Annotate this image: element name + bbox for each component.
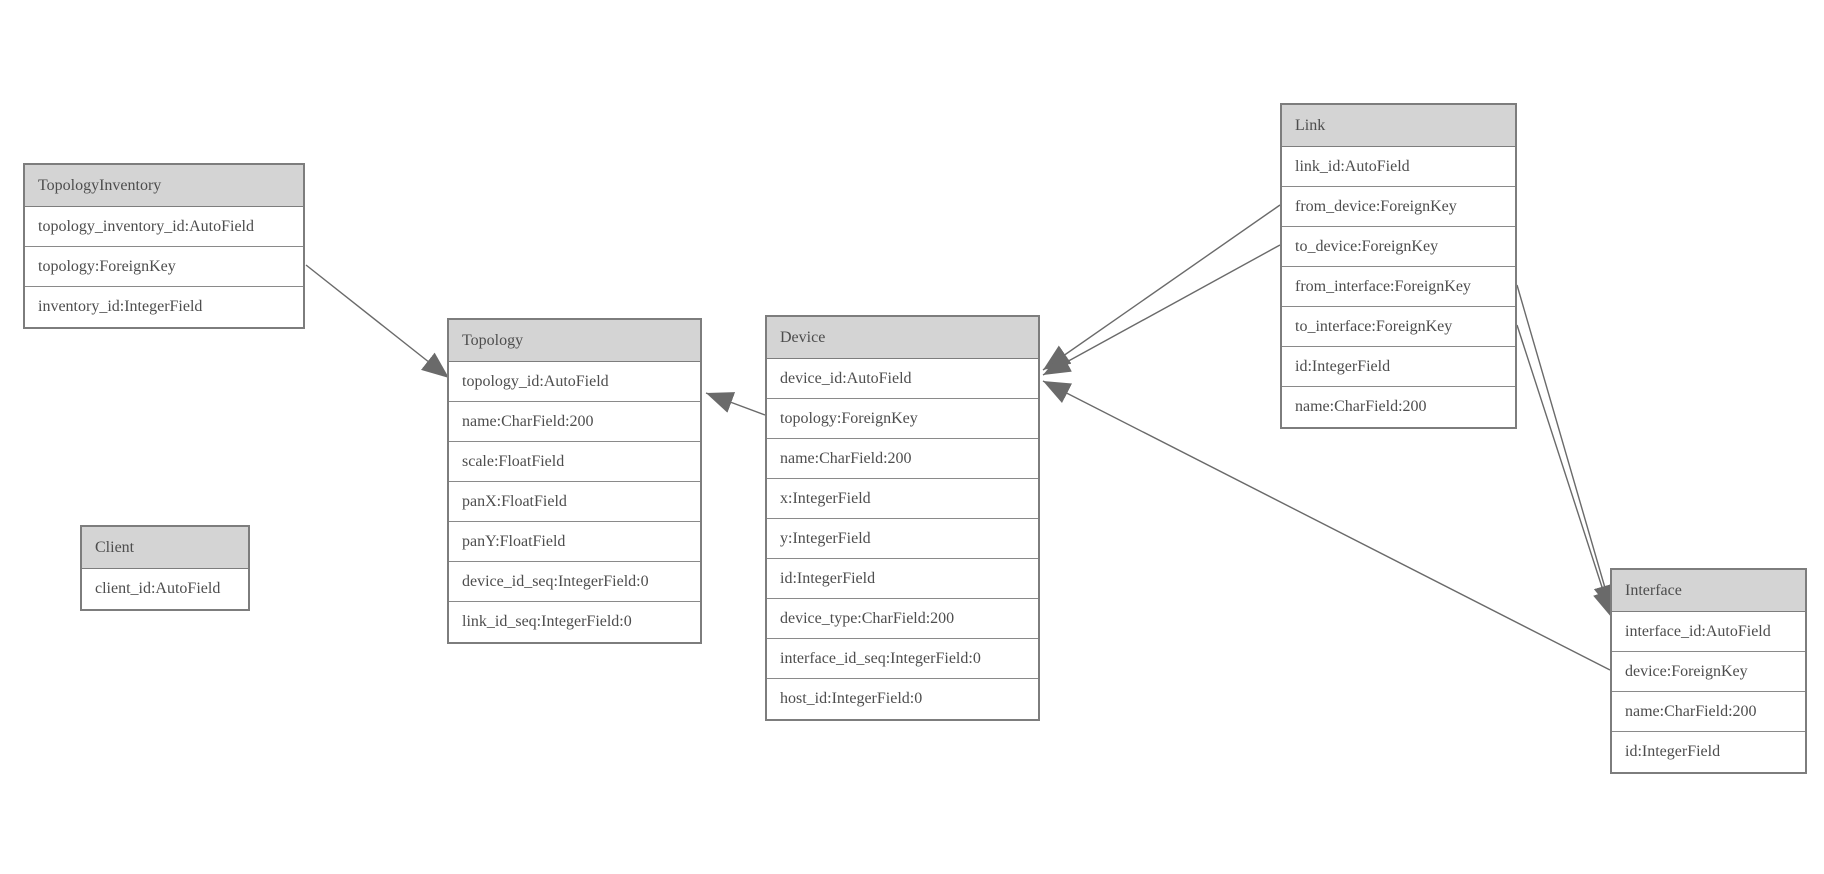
entity-title: Link — [1295, 116, 1326, 134]
entity-field-label: device_id_seq:IntegerField:0 — [462, 572, 649, 590]
entity-field: id:IntegerField — [767, 559, 1038, 599]
entity-field-label: inventory_id:IntegerField — [38, 298, 203, 315]
entity-field-label: id:IntegerField — [1625, 743, 1721, 760]
entity-field-label: topology_inventory_id:AutoField — [38, 217, 254, 235]
entity-field-label: y:IntegerField — [780, 529, 871, 547]
entity-field: scale:FloatField — [449, 442, 700, 482]
entity-field: to_interface:ForeignKey — [1282, 307, 1515, 347]
entity-field: host_id:IntegerField:0 — [767, 679, 1038, 719]
entity-field: device_id:AutoField — [767, 359, 1038, 399]
entity-field-label: name:CharField:200 — [780, 449, 912, 467]
entity-link: Link link_id:AutoField from_device:Foreign… — [1280, 103, 1517, 429]
entity-field: from_interface:ForeignKey — [1282, 267, 1515, 307]
entity-field-label: host_id:IntegerField:0 — [780, 690, 923, 707]
relationship-link-from_device-to-device — [1042, 204, 1281, 371]
entity-field: topology:ForeignKey — [767, 399, 1038, 439]
entity-field: to_device:ForeignKey — [1282, 227, 1515, 267]
entity-title: Device — [780, 328, 826, 346]
entity-field: topology_id:AutoField — [449, 362, 700, 402]
entity-field: name:CharField:200 — [1612, 692, 1805, 732]
entity-field-label: interface_id:AutoField — [1625, 622, 1771, 640]
entity-header-interface: Interface — [1612, 570, 1805, 612]
entity-field-label: panY:FloatField — [462, 532, 566, 550]
relationship-link-from_interface-to-interface — [1516, 284, 1616, 613]
entity-field-label: topology:ForeignKey — [780, 409, 918, 427]
entity-field: inventory_id:IntegerField — [25, 287, 303, 327]
entity-field-label: topology:ForeignKey — [38, 257, 176, 275]
entity-client: Client client_id:AutoField — [80, 525, 250, 611]
relationship-topologyinventory-topology-to-topology — [305, 264, 450, 379]
entity-field: link_id:AutoField — [1282, 147, 1515, 187]
entity-field-label: name:CharField:200 — [1295, 398, 1427, 415]
entity-field: name:CharField:200 — [449, 402, 700, 442]
entity-field-label: link_id_seq:IntegerField:0 — [462, 613, 632, 630]
entity-field: panY:FloatField — [449, 522, 700, 562]
entity-field-label: device:ForeignKey — [1625, 662, 1748, 680]
relationship-device-topology-to-topology — [705, 392, 766, 416]
entity-field-label: client_id:AutoField — [95, 580, 221, 597]
entity-field: panX:FloatField — [449, 482, 700, 522]
entity-field-label: id:IntegerField — [1295, 357, 1391, 375]
entity-field-label: from_device:ForeignKey — [1295, 197, 1457, 215]
entity-field-label: device_type:CharField:200 — [780, 609, 955, 627]
entity-field: y:IntegerField — [767, 519, 1038, 559]
entity-field: device_id_seq:IntegerField:0 — [449, 562, 700, 602]
entity-field: interface_id:AutoField — [1612, 612, 1805, 652]
entity-field: id:IntegerField — [1282, 347, 1515, 387]
entity-device: Device device_id:AutoField topology:Foreig… — [765, 315, 1040, 721]
entity-topologyinventory: TopologyInventory topology_inventory_id:A… — [23, 163, 305, 329]
entity-title: TopologyInventory — [38, 176, 162, 194]
entity-field-label: from_interface:ForeignKey — [1295, 277, 1471, 295]
entity-header-topologyinventory: TopologyInventory — [25, 165, 303, 207]
entity-topology: Topology topology_id:AutoField name:CharFi… — [447, 318, 702, 644]
entity-field-label: topology_id:AutoField — [462, 372, 609, 390]
entity-field: interface_id_seq:IntegerField:0 — [767, 639, 1038, 679]
entity-field-label: device_id:AutoField — [780, 369, 912, 387]
relationship-link-to_device-to-device — [1042, 244, 1281, 376]
entity-field: id:IntegerField — [1612, 732, 1805, 772]
entity-field: name:CharField:200 — [767, 439, 1038, 479]
entity-field: topology:ForeignKey — [25, 247, 303, 287]
entity-field-label: id:IntegerField — [780, 569, 876, 587]
entity-field-label: name:CharField:200 — [462, 412, 594, 430]
entity-field: topology_inventory_id:AutoField — [25, 207, 303, 247]
entity-field-label: link_id:AutoField — [1295, 157, 1410, 175]
entity-field-label: x:IntegerField — [780, 489, 871, 507]
entity-field: name:CharField:200 — [1282, 387, 1515, 427]
entity-field-label: panX:FloatField — [462, 492, 567, 510]
entity-title: Client — [95, 538, 135, 556]
entity-field-label: to_interface:ForeignKey — [1295, 317, 1453, 335]
entity-field: link_id_seq:IntegerField:0 — [449, 602, 700, 642]
entity-header-topology: Topology — [449, 320, 700, 362]
relationship-link-to_interface-to-interface — [1516, 324, 1615, 619]
entity-interface: Interface interface_id:AutoField device:Fo… — [1610, 568, 1807, 774]
entity-field: device_type:CharField:200 — [767, 599, 1038, 639]
entity-header-link: Link — [1282, 105, 1515, 147]
entity-field: client_id:AutoField — [82, 569, 248, 609]
entity-field-label: interface_id_seq:IntegerField:0 — [780, 649, 981, 667]
entity-field-label: scale:FloatField — [462, 452, 565, 470]
entity-field: from_device:ForeignKey — [1282, 187, 1515, 227]
entity-field-label: to_device:ForeignKey — [1295, 237, 1439, 255]
entity-field: x:IntegerField — [767, 479, 1038, 519]
entity-field: device:ForeignKey — [1612, 652, 1805, 692]
entity-header-client: Client — [82, 527, 248, 569]
entity-title: Interface — [1625, 581, 1682, 599]
entity-field-label: name:CharField:200 — [1625, 702, 1757, 720]
entity-title: Topology — [462, 331, 524, 349]
entity-header-device: Device — [767, 317, 1038, 359]
